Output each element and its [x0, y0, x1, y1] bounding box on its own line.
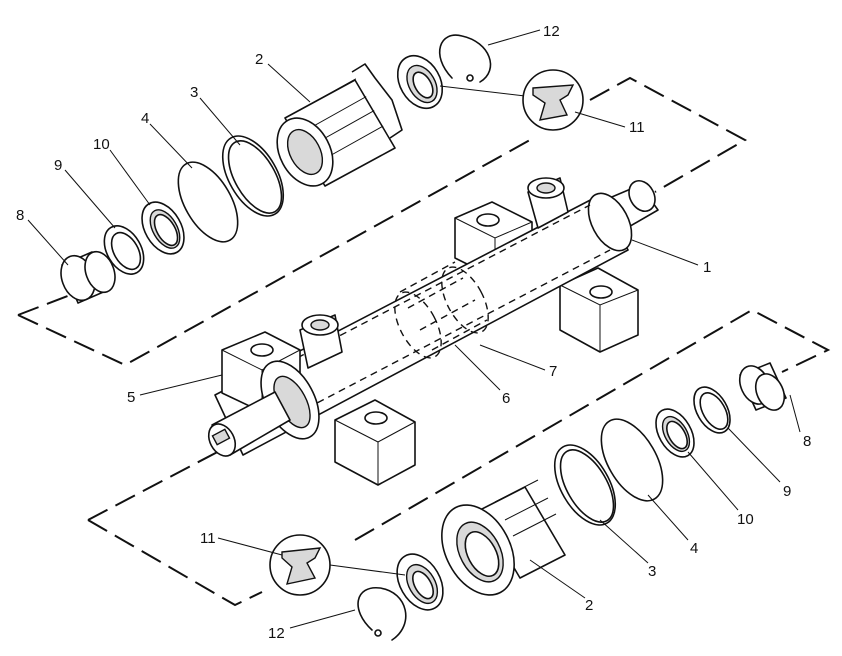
callout-top-12: 12	[543, 23, 560, 40]
seal-ring-bottom	[396, 553, 444, 611]
gland-top	[276, 63, 403, 187]
bushing-bottom	[738, 362, 787, 411]
callout-labels: 12 2 3 4 10 9 8 11 1 5 6 7 8 9 10 4 3 2 …	[16, 23, 811, 642]
assembly-dash-lines	[17, 76, 831, 607]
callout-bottom-8: 8	[803, 433, 811, 450]
snap-ring-bottom	[357, 587, 407, 641]
callout-1: 1	[703, 259, 711, 276]
callout-bottom-4: 4	[690, 540, 698, 557]
callout-top-4: 4	[141, 110, 149, 127]
callout-top-11: 11	[629, 119, 645, 136]
snap-ring-top	[438, 34, 492, 83]
wiper-top	[103, 225, 145, 275]
callout-bottom-10: 10	[737, 511, 754, 528]
callout-top-9: 9	[54, 157, 62, 174]
callout-bottom-11: 11	[200, 530, 216, 547]
detail-circle-top	[439, 69, 584, 131]
backup-ring-top	[221, 135, 285, 217]
backup-ring-bottom	[553, 444, 617, 526]
callout-5: 5	[127, 389, 135, 406]
detail-circle-bottom	[269, 534, 406, 596]
callout-top-10: 10	[93, 136, 110, 153]
callout-7: 7	[549, 363, 557, 380]
cylinder-body	[207, 177, 659, 486]
callout-top-2: 2	[255, 51, 263, 68]
o-ring-top	[177, 161, 239, 243]
leader-lines	[27, 29, 801, 629]
callout-bottom-3: 3	[648, 563, 656, 580]
callout-bottom-12: 12	[268, 625, 285, 642]
bottom-parts	[269, 362, 787, 641]
top-parts	[60, 34, 584, 304]
bushing-top	[60, 250, 116, 304]
wiper-bottom	[693, 386, 731, 434]
gland-bottom	[441, 479, 566, 596]
callout-top-3: 3	[190, 84, 198, 101]
o-ring-bottom	[600, 418, 664, 502]
callout-bottom-2: 2	[585, 597, 593, 614]
callout-bottom-9: 9	[783, 483, 791, 500]
callout-6: 6	[502, 390, 510, 407]
callout-top-8: 8	[16, 207, 24, 224]
seal-ring-top	[396, 54, 444, 110]
seal-bottom	[655, 408, 695, 458]
